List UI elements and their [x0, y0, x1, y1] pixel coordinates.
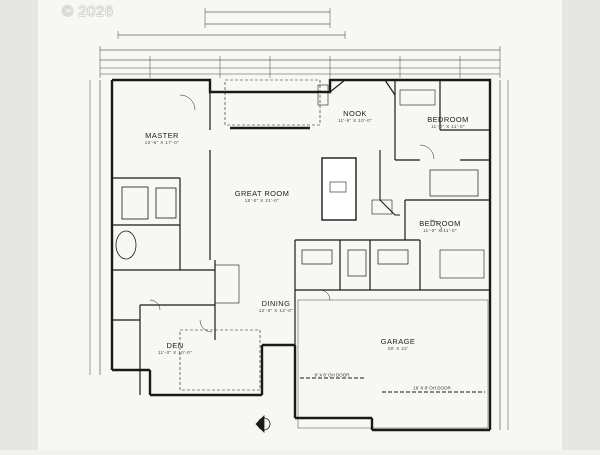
tub: [115, 230, 137, 260]
bath-vanity: [301, 249, 333, 265]
left-margin: [0, 0, 38, 450]
covered-patio: [179, 79, 321, 391]
north-arrow: [255, 415, 271, 433]
range: [371, 199, 393, 215]
shower: [121, 186, 149, 220]
room-label-den: DEN 11'-0" X 10'-0": [157, 341, 193, 355]
right-margin: [562, 0, 600, 450]
bath-fixture: [377, 249, 409, 265]
closet: [214, 264, 240, 304]
stair-or-fireplace: [317, 84, 329, 106]
bedroom-closet: [399, 89, 436, 106]
garage-door-small-label: 9' X 8' OH DOOR: [314, 372, 350, 378]
vanity: [155, 187, 177, 219]
room-label-dining: DINING 12'-0" X 12'-0": [258, 299, 294, 313]
interior-walls: [112, 80, 490, 395]
laundry: [347, 249, 367, 277]
kitchen-sink: [329, 181, 347, 193]
room-label-bedroom-1: BEDROOM 11'-0" X 11'-0": [427, 115, 469, 129]
copyright-watermark: © 2026: [62, 3, 114, 20]
kitchen-island: [321, 157, 357, 221]
dimension-ticks: [99, 8, 501, 78]
nook-bay-window: [329, 79, 396, 96]
garage-slab: [297, 299, 489, 429]
room-label-master: MASTER 13'-6" X 17'-0": [144, 131, 180, 145]
room-label-garage: GARAGE 28' X 22': [380, 337, 416, 351]
room-label-great-room: GREAT ROOM 18'-0" X 21'-0": [234, 189, 290, 203]
bedroom-bath: [429, 169, 479, 197]
kitchen-counter: [379, 150, 400, 216]
room-label-nook: NOOK 11'-6" X 10'-0": [337, 109, 373, 123]
garage-door-large-label: 16' X 8' OH DOOR: [413, 385, 451, 391]
closet: [439, 249, 485, 279]
door-swings: [149, 94, 443, 333]
room-label-bedroom-2: BEDROOM 11'-0" X 11'-0": [419, 219, 461, 233]
